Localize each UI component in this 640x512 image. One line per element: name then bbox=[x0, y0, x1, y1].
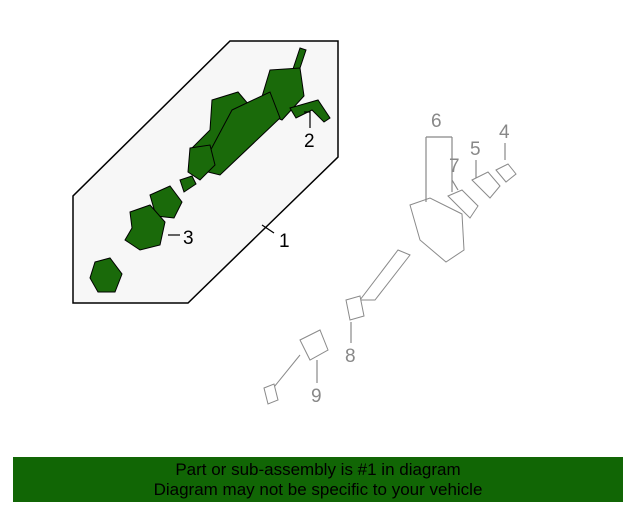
part-8-shaft bbox=[358, 249, 411, 301]
steering-column-part[interactable] bbox=[89, 47, 331, 293]
part-5-ring bbox=[471, 171, 501, 199]
part-9-shaft bbox=[299, 329, 329, 361]
other-parts bbox=[263, 163, 517, 405]
part-8-joint bbox=[345, 295, 365, 321]
banner-line-1: Part or sub-assembly is #1 in diagram bbox=[175, 460, 461, 479]
callout-1[interactable]: 1 bbox=[279, 231, 290, 252]
callout-7[interactable]: 7 bbox=[449, 156, 460, 177]
callout-3[interactable]: 3 bbox=[183, 228, 194, 249]
callout-4[interactable]: 4 bbox=[499, 122, 510, 143]
part-6-boot bbox=[409, 197, 465, 263]
banner-line-2: Diagram may not be specific to your vehi… bbox=[153, 480, 483, 499]
leader-lines bbox=[168, 111, 506, 383]
callout-9[interactable]: 9 bbox=[311, 386, 322, 407]
callout-5[interactable]: 5 bbox=[470, 139, 481, 160]
callout-8[interactable]: 8 bbox=[345, 346, 356, 367]
part-4-cap bbox=[495, 163, 517, 183]
callout-2[interactable]: 2 bbox=[304, 131, 315, 152]
info-banner: Part or sub-assembly is #1 in diagram Di… bbox=[13, 457, 623, 502]
part-7-seal bbox=[447, 189, 479, 219]
callout-6[interactable]: 6 bbox=[431, 111, 442, 132]
